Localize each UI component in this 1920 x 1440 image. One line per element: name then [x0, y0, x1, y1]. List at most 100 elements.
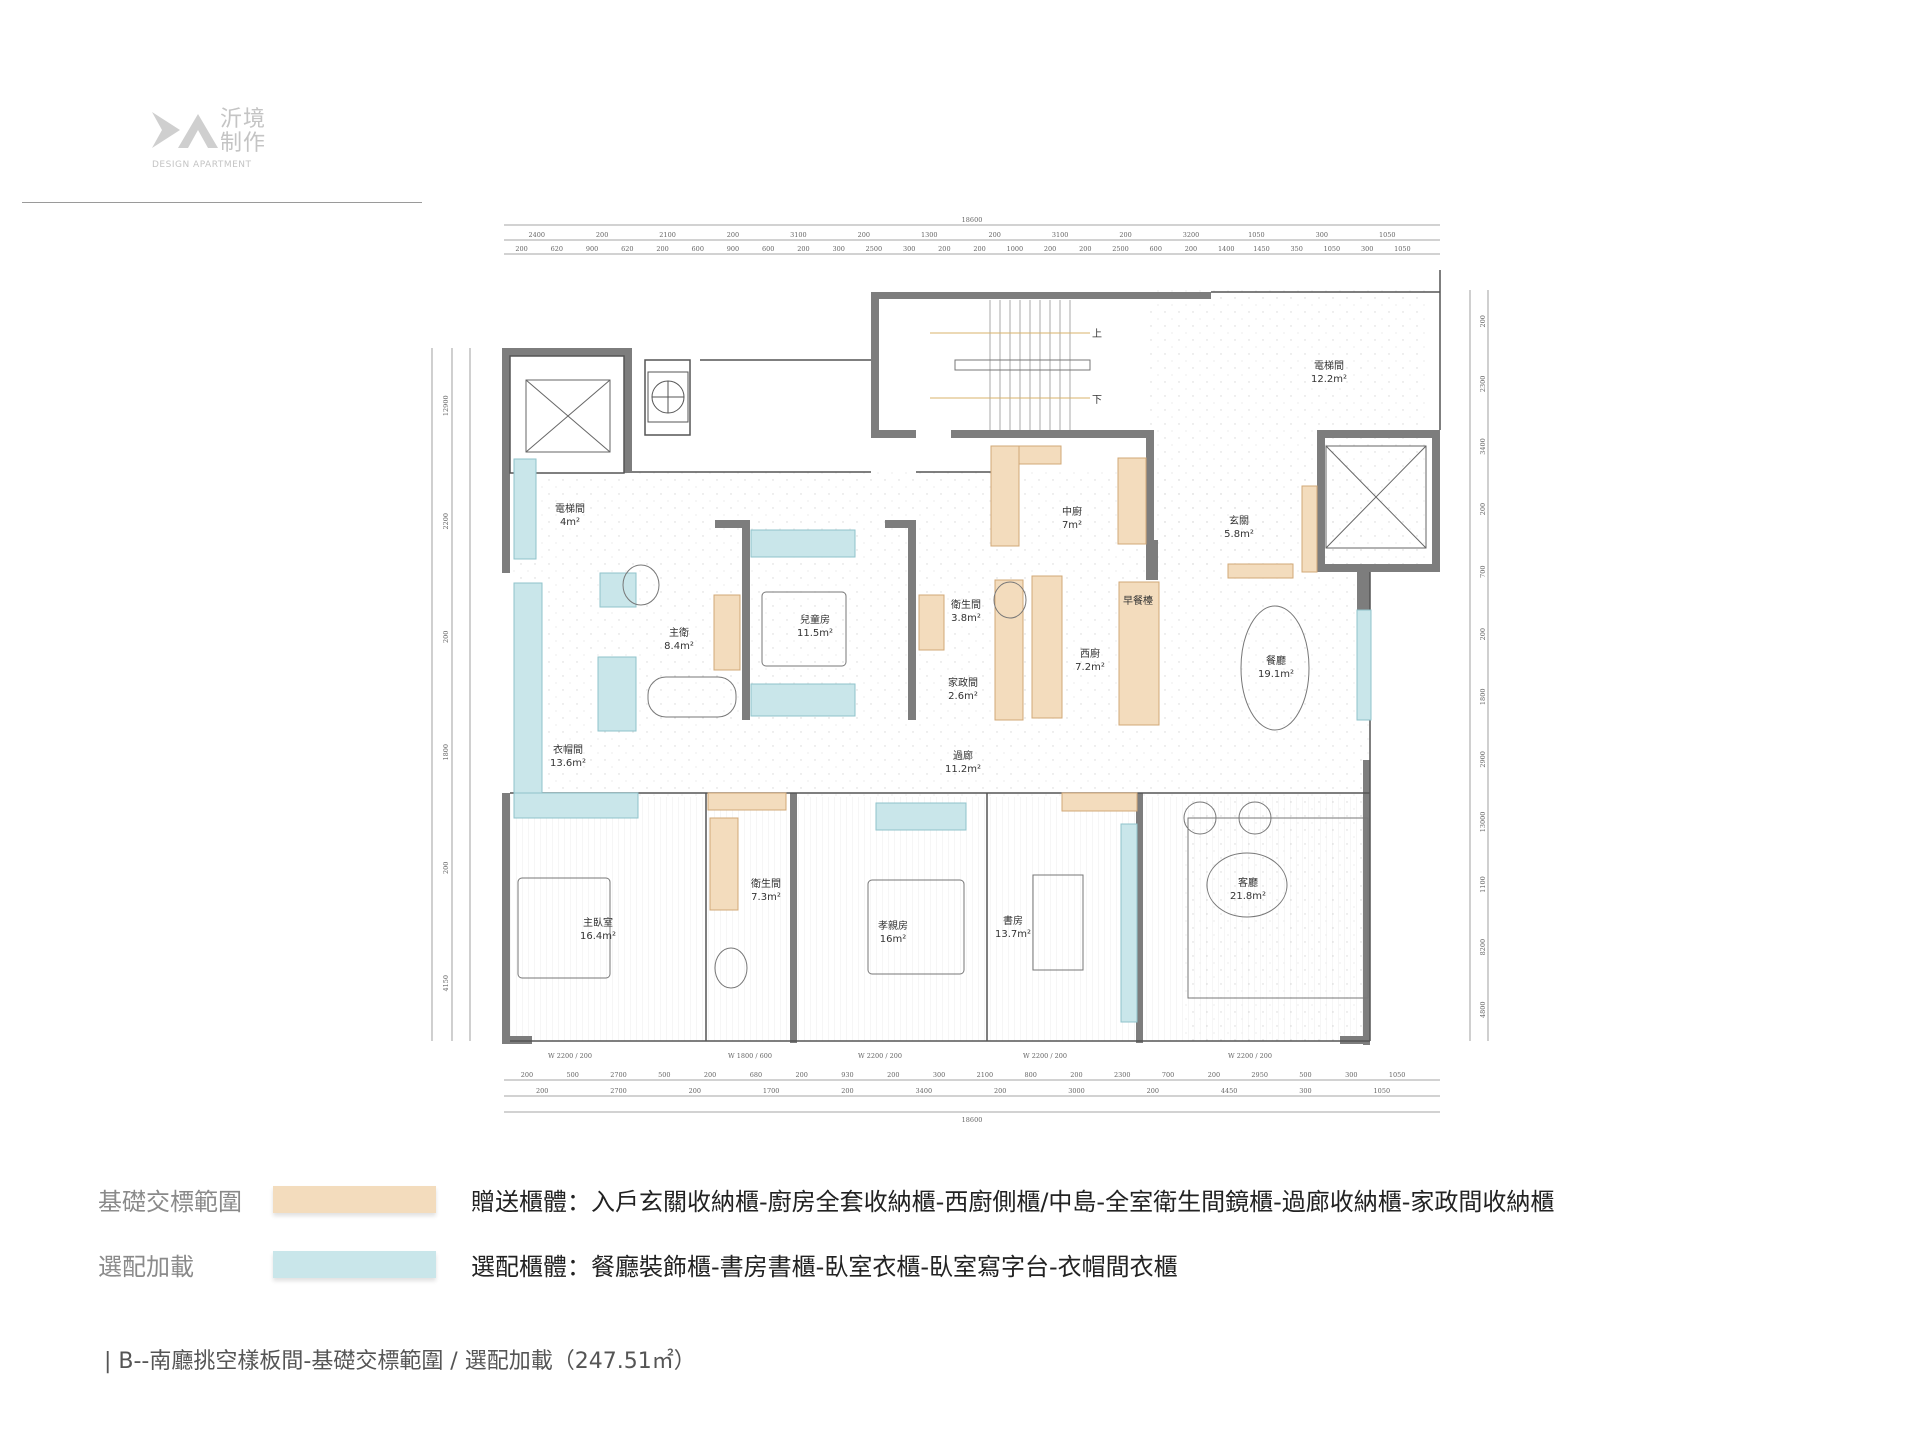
header-divider — [22, 202, 422, 203]
dimension-label: 4800 — [1479, 1001, 1487, 1018]
logo-english: DESIGN APARTMENT — [152, 160, 252, 170]
legend-swatch-optional — [273, 1250, 436, 1278]
dimension-label: 200 — [1479, 628, 1487, 640]
staircase-icon — [930, 300, 1091, 430]
dimension-label: 600 — [762, 245, 774, 253]
dimension-label: 200 — [858, 231, 870, 239]
dimension-label: 200 — [656, 245, 668, 253]
dimension-label: 4450 — [1221, 1087, 1238, 1095]
room-name: 早餐檯 — [1123, 594, 1153, 607]
dimension-label: 300 — [1316, 231, 1328, 239]
room-area: 7m² — [1062, 520, 1082, 531]
dimension-label: W 1800 / 600 — [728, 1052, 772, 1060]
dimension-label: 500 — [566, 1071, 578, 1079]
dimension-label: 300 — [832, 245, 844, 253]
dimension-label: 3100 — [790, 231, 807, 239]
dimension-label: 8200 — [1479, 939, 1487, 956]
stair-up-label: 上 — [1092, 328, 1102, 340]
dimension-label: 1100 — [1479, 876, 1487, 893]
dimension-label: 600 — [692, 245, 704, 253]
room-area: 3.8m² — [951, 613, 981, 624]
dimension-label: 200 — [689, 1087, 701, 1095]
dimension-label: 2300 — [1479, 376, 1487, 393]
dimension-label: 1050 — [1248, 231, 1265, 239]
room-area: 4m² — [560, 517, 580, 528]
legend-description: 選配櫃體：餐廳裝飾櫃-書房書櫃-臥室衣櫃-臥室寫字台-衣帽間衣櫃 — [471, 1252, 1178, 1281]
room-area: 5.8m² — [1224, 529, 1254, 540]
dimension-label: 200 — [1479, 503, 1487, 515]
dimension-label: W 2200 / 200 — [1228, 1052, 1272, 1060]
dimension-label: 1800 — [442, 744, 450, 761]
dimension-label: 13000 — [1479, 812, 1487, 833]
dimension-label: 18600 — [962, 216, 983, 224]
dimension-label: 200 — [1079, 245, 1091, 253]
dimension-label: 1050 — [1379, 231, 1396, 239]
room-area: 13.7m² — [995, 929, 1031, 940]
dimension-label: 1700 — [763, 1087, 780, 1095]
dimension-label: 1450 — [1253, 245, 1270, 253]
elevator-right-icon — [1325, 445, 1427, 549]
dimension-label: 930 — [841, 1071, 853, 1079]
dimension-label: 3400 — [1479, 438, 1487, 455]
dimension-label: 700 — [1162, 1071, 1174, 1079]
dimension-label: 3400 — [916, 1087, 933, 1095]
dimension-lines — [431, 224, 1489, 1113]
company-logo: 沂境制作 DESIGN APARTMENT — [150, 108, 270, 178]
dimension-label: 2500 — [1112, 245, 1129, 253]
room-area: 8.4m² — [664, 641, 694, 652]
dimension-label: 2900 — [1479, 751, 1487, 768]
dimension-label: 500 — [1299, 1071, 1311, 1079]
dimension-label: 300 — [903, 245, 915, 253]
optional-cabinets — [513, 458, 1372, 1023]
dimension-label: 200 — [1479, 315, 1487, 327]
logo-mark-icon — [152, 112, 218, 148]
walls — [502, 292, 1440, 1045]
room-area: 12.2m² — [1311, 374, 1347, 385]
dimension-label: 200 — [973, 245, 985, 253]
room-area: 2.6m² — [948, 691, 978, 702]
dimension-label: 300 — [1361, 245, 1373, 253]
dimension-label: 2500 — [866, 245, 883, 253]
room-name: 電梯間 — [1314, 359, 1344, 372]
room-name: 書房 — [1003, 914, 1023, 927]
dimension-label: 200 — [887, 1071, 899, 1079]
dimension-label: 1050 — [1374, 1087, 1391, 1095]
dimension-label: 500 — [658, 1071, 670, 1079]
room-name: 西廚 — [1080, 647, 1100, 660]
stair-down-label: 下 — [1092, 395, 1102, 406]
dimension-label: 300 — [1345, 1071, 1357, 1079]
room-area: 16.4m² — [580, 931, 616, 942]
dimension-label: 300 — [933, 1071, 945, 1079]
dimension-label: 800 — [1024, 1071, 1036, 1079]
room-name: 中廚 — [1062, 505, 1082, 518]
room-name: 餐廳 — [1266, 654, 1286, 667]
dimension-label: 200 — [704, 1071, 716, 1079]
dimension-label: 4150 — [442, 975, 450, 992]
dimension-label: 2400 — [528, 231, 545, 239]
dimension-label: 700 — [1479, 565, 1487, 577]
base-cabinets — [707, 445, 1318, 911]
room-name: 衣帽間 — [553, 743, 583, 756]
legend-base: 基礎交標範圍 贈送櫃體：入戶玄關收納櫃-廚房全套收納櫃-西廚側櫃/中島-全室衛生… — [98, 1182, 1554, 1216]
elevator-left-icon — [525, 379, 611, 453]
fan-icon — [647, 371, 689, 423]
dimension-label: 2700 — [610, 1071, 627, 1079]
dimension-label: 2300 — [1114, 1071, 1131, 1079]
room-name: 衛生間 — [951, 598, 981, 611]
legend-label: 基礎交標範圍 — [98, 1187, 242, 1216]
dimension-label: 200 — [797, 245, 809, 253]
dimension-label: 3000 — [1068, 1087, 1085, 1095]
dimension-label: 1050 — [1324, 245, 1341, 253]
room-name: 孝親房 — [878, 919, 908, 932]
plan-caption: | B--南廳挑空樣板間-基礎交標範圍 / 選配加載（247.51㎡） — [104, 1349, 696, 1374]
dimension-label: 1400 — [1218, 245, 1235, 253]
dimension-label: 1300 — [921, 231, 938, 239]
room-area: 16m² — [880, 934, 906, 945]
dimension-label: 200 — [521, 1071, 533, 1079]
dimension-label: 200 — [1044, 245, 1056, 253]
dimension-label: 200 — [515, 245, 527, 253]
dimension-label: 1050 — [1394, 245, 1411, 253]
dimension-label: 680 — [750, 1071, 762, 1079]
room-name: 家政間 — [948, 676, 978, 689]
room-name: 兒童房 — [800, 613, 830, 626]
